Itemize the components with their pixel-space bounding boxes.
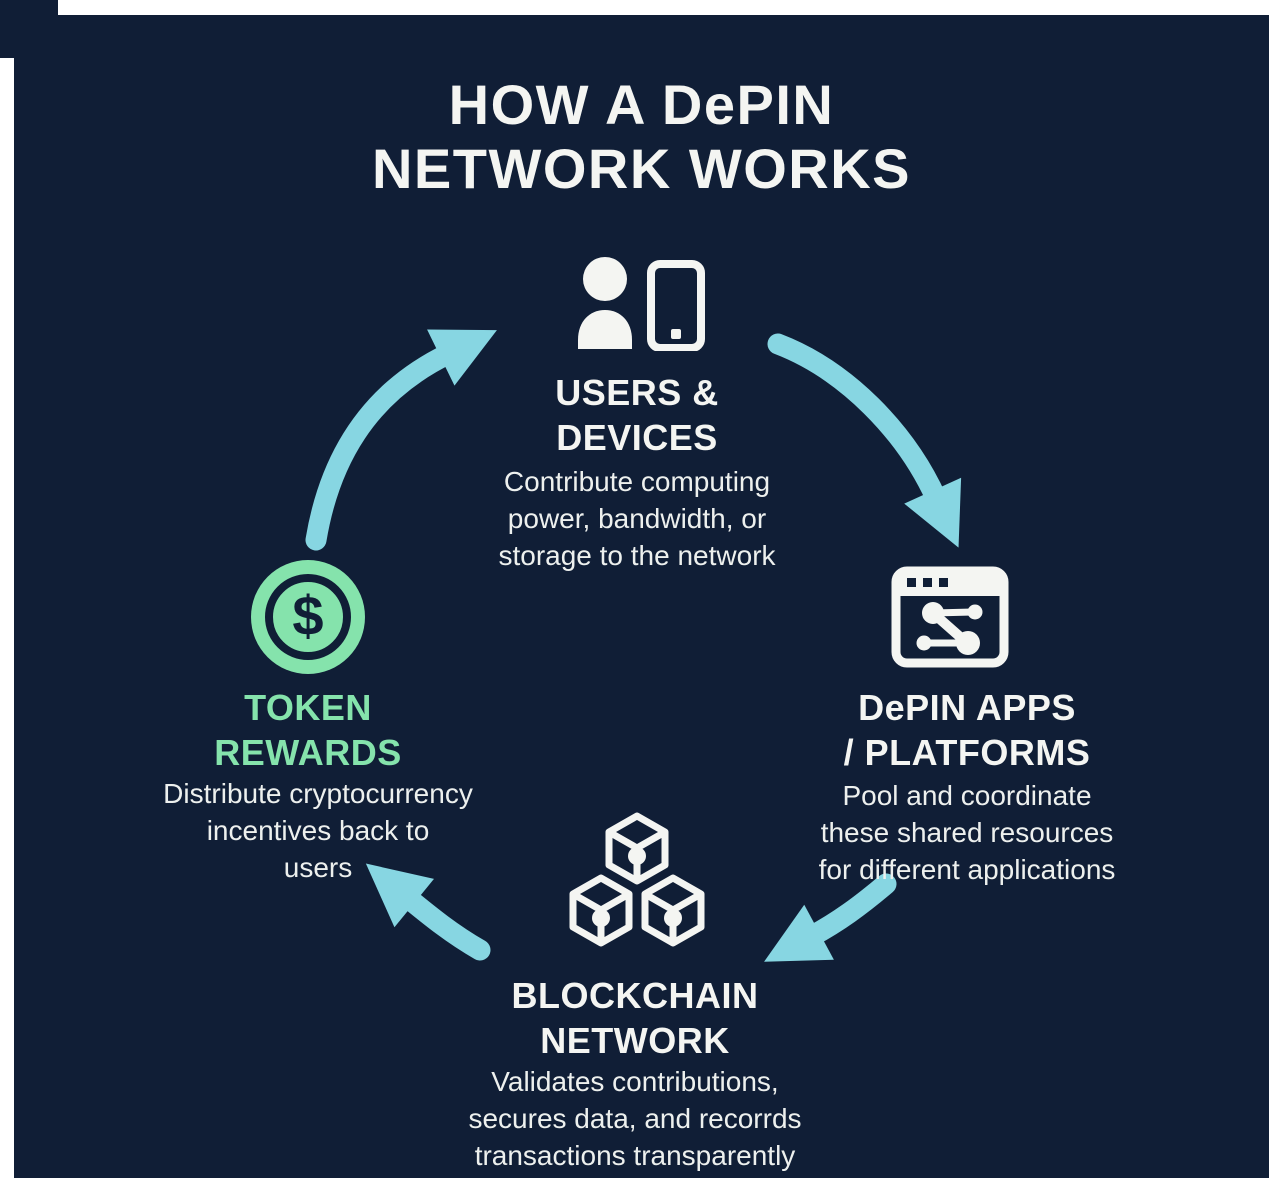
arrow-blockchain-to-token bbox=[365, 863, 491, 961]
blockchain-heading-line-2: NETWORK bbox=[540, 1020, 730, 1061]
page-title: HOW A DePIN NETWORK WORKS bbox=[14, 73, 1269, 201]
arrow-apps-to-blockchain bbox=[764, 873, 897, 962]
users-devices-heading: USERS & DEVICES bbox=[487, 370, 787, 460]
token-heading-line-2: REWARDS bbox=[214, 732, 402, 773]
depin-desc-line-3: for different applications bbox=[818, 854, 1116, 885]
token-heading-line-1: TOKEN bbox=[244, 687, 372, 728]
depin-desc-line-2: these shared resources bbox=[820, 817, 1114, 848]
depin-desc-line-1: Pool and coordinate bbox=[842, 780, 1092, 811]
blockchain-heading: BLOCKCHAIN NETWORK bbox=[485, 973, 785, 1063]
token-coin-outer: $ bbox=[251, 560, 365, 674]
arrow-token-to-users bbox=[305, 329, 497, 551]
title-line-2: NETWORK WORKS bbox=[371, 137, 911, 200]
depin-apps-heading: DePIN APPS / PLATFORMS bbox=[797, 685, 1137, 775]
users-devices-desc: Contribute computing power, bandwidth, o… bbox=[437, 463, 837, 574]
token-desc-line-3: users bbox=[283, 852, 353, 883]
depin-heading-line-2: / PLATFORMS bbox=[843, 732, 1091, 773]
token-coin-icon: $ bbox=[251, 560, 365, 674]
diagram-panel: HOW A DePIN NETWORK WORKS bbox=[14, 15, 1269, 1178]
blockchain-desc-line-1: Validates contributions, bbox=[491, 1066, 779, 1097]
users-desc-line-1: Contribute computing bbox=[503, 466, 771, 497]
token-desc-line-1: Distribute cryptocurrency bbox=[163, 778, 473, 809]
depin-heading-line-1: DePIN APPS bbox=[858, 687, 1076, 728]
users-desc-line-2: power, bandwidth, or bbox=[507, 503, 767, 534]
blockchain-desc-line-3: transactions transparently bbox=[474, 1140, 796, 1171]
users-heading-line-1: USERS & bbox=[555, 372, 719, 413]
users-desc-line-3: storage to the network bbox=[498, 540, 776, 571]
token-desc-line-2: incentives back to bbox=[206, 815, 430, 846]
blockchain-heading-line-1: BLOCKCHAIN bbox=[511, 975, 759, 1016]
token-rewards-heading: TOKEN REWARDS bbox=[158, 685, 458, 775]
token-rewards-desc: Distribute cryptocurrency incentives bac… bbox=[118, 775, 518, 886]
app-window-icon bbox=[891, 566, 1009, 668]
person-device-icon bbox=[575, 255, 707, 351]
blockchain-desc-line-2: secures data, and recorrds bbox=[468, 1103, 802, 1134]
users-heading-line-2: DEVICES bbox=[556, 417, 718, 458]
depin-apps-desc: Pool and coordinate these shared resourc… bbox=[777, 777, 1157, 888]
dollar-sign: $ bbox=[292, 584, 324, 647]
title-line-1: HOW A DePIN bbox=[448, 73, 835, 136]
token-coin-inner: $ bbox=[265, 574, 351, 660]
blockchain-desc: Validates contributions, secures data, a… bbox=[425, 1063, 845, 1174]
blockchain-cubes-icon bbox=[557, 808, 717, 960]
